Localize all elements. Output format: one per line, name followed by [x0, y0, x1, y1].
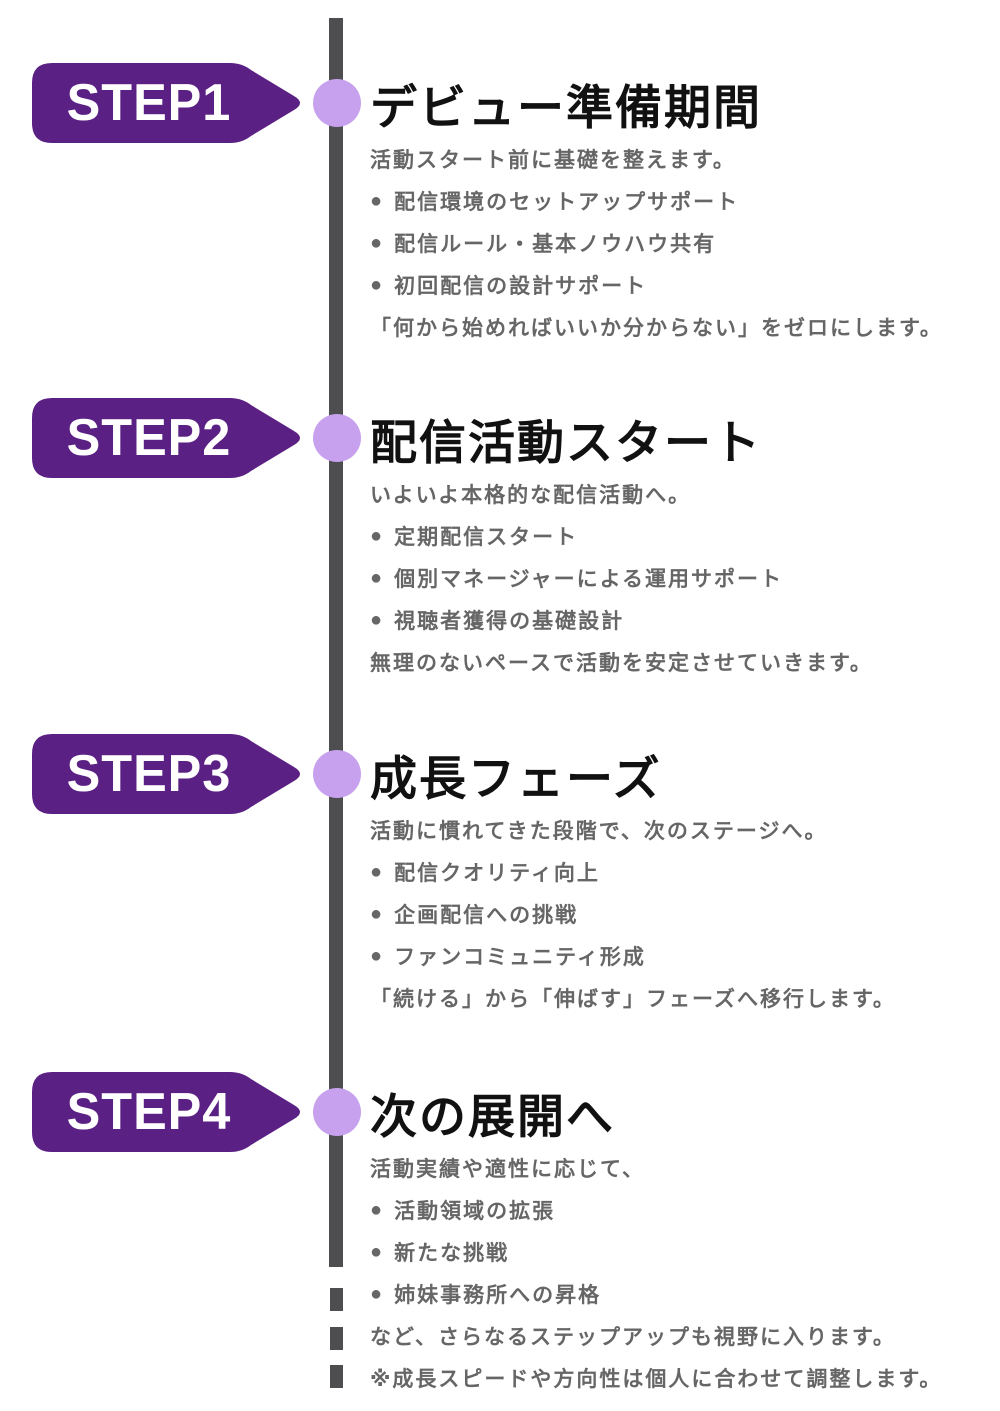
step-3-footer: 「続ける」から「伸ばす」フェーズへ移行します。	[370, 988, 896, 1011]
bullet-item: ● 活動領域の拡張	[370, 1189, 1000, 1231]
bullet-dot-icon: ●	[370, 1282, 383, 1305]
bullet-item: ● 配信クオリティ向上	[370, 851, 1000, 893]
bullet-item: ● 新たな挑戦	[370, 1231, 1000, 1273]
step-3-title: 成長フェーズ	[370, 751, 662, 805]
bullet-text: 活動領域の拡張	[394, 1200, 556, 1223]
step-3-badge: STEP3	[32, 734, 305, 814]
bullet-text: 配信環境のセットアップサポート	[394, 191, 740, 214]
timeline-node-dot	[313, 414, 361, 462]
timeline-line	[329, 18, 343, 1267]
bullet-text: 新たな挑戦	[394, 1242, 510, 1265]
bullet-item: ● 配信ルール・基本ノウハウ共有	[370, 222, 1000, 264]
bullet-dot-icon: ●	[370, 1240, 383, 1263]
bullet-text: 企画配信への挑戦	[394, 904, 579, 927]
step-4-section: STEP4 次の展開へ 活動実績や適性に応じて、 ● 活動領域の拡張 ● 新たな挑戦…	[0, 1072, 1000, 1411]
bullet-item: ● 姉妹事務所への昇格	[370, 1273, 1000, 1315]
step-2-intro: いよいよ本格的な配信活動へ。	[370, 484, 692, 507]
bullet-dot-icon: ●	[370, 902, 383, 925]
step-4-intro: 活動実績や適性に応じて、	[370, 1158, 645, 1181]
bullet-dot-icon: ●	[370, 273, 383, 296]
bullet-dot-icon: ●	[370, 1198, 383, 1221]
timeline-node-dot	[313, 79, 361, 127]
timeline-node-dot	[313, 1088, 361, 1136]
step-1-section: STEP1 デビュー準備期間 活動スタート前に基礎を整えます。 ● 配信環境のセッ…	[0, 63, 1000, 393]
step-2-body: いよいよ本格的な配信活動へ。 ● 定期配信スタート ● 個別マネージャーによる運用サ…	[370, 473, 1000, 683]
step-2-section: STEP2 配信活動スタート いよいよ本格的な配信活動へ。 ● 定期配信スタート …	[0, 398, 1000, 728]
step-2-footer: 無理のないペースで活動を安定させていきます。	[370, 652, 873, 675]
step-3-intro: 活動に慣れてきた段階で、次のステージへ。	[370, 820, 828, 843]
bullet-item: ● 定期配信スタート	[370, 515, 1000, 557]
bullet-text: 視聴者獲得の基礎設計	[394, 610, 625, 633]
bullet-text: ファンコミュニティ形成	[394, 946, 646, 969]
bullet-dot-icon: ●	[370, 608, 383, 631]
bullet-dot-icon: ●	[370, 524, 383, 547]
step-badge-arrow-shape	[32, 398, 300, 478]
step-3-label: STEP3	[66, 745, 232, 803]
step-1-intro: 活動スタート前に基礎を整えます。	[370, 149, 736, 172]
step-4-label: STEP4	[66, 1083, 232, 1141]
bullet-dot-icon: ●	[370, 944, 383, 967]
bullet-dot-icon: ●	[370, 189, 383, 212]
bullet-text: 定期配信スタート	[394, 526, 579, 549]
bullet-dot-icon: ●	[370, 566, 383, 589]
bullet-item: ● 初回配信の設計サポート	[370, 264, 1000, 306]
step-4-body: 活動実績や適性に応じて、 ●活動領域の拡張 ●新たな挑戦 ●姉妹事務所への昇格 …	[370, 1147, 1000, 1399]
bullet-item: ● 視聴者獲得の基礎設計	[370, 599, 1000, 641]
bullet-text: 姉妹事務所への昇格	[394, 1284, 602, 1307]
step-1-body: 活動スタート前に基礎を整えます。 ● 配信環境のセットアップサポート ● 配信ルール…	[370, 138, 1000, 348]
step-badge-arrow-shape	[32, 63, 300, 143]
step-1-badge: STEP1	[32, 63, 305, 143]
bullet-dot-icon: ●	[370, 231, 383, 254]
timeline-dash	[330, 1288, 343, 1311]
step-badge-arrow-shape	[32, 734, 300, 814]
timeline-dash	[330, 1327, 343, 1350]
step-2-label: STEP2	[66, 409, 232, 467]
bullet-item: ● 企画配信への挑戦	[370, 893, 1000, 935]
bullet-text: 初回配信の設計サポート	[394, 275, 648, 298]
step-2-badge: STEP2	[32, 398, 305, 478]
step-4-title: 次の展開へ	[370, 1089, 615, 1143]
bullet-text: 配信ルール・基本ノウハウ共有	[394, 233, 717, 256]
step-badge-arrow-shape	[32, 1072, 300, 1152]
step-1-label: STEP1	[66, 74, 232, 132]
bullet-dot-icon: ●	[370, 860, 383, 883]
bullet-item: ● 配信環境のセットアップサポート	[370, 180, 1000, 222]
bullet-item: ● ファンコミュニティ形成	[370, 935, 1000, 977]
step-2-title: 配信活動スタート	[370, 415, 762, 469]
timeline-dash	[330, 1365, 343, 1388]
step-3-section: STEP3 成長フェーズ 活動に慣れてきた段階で、次のステージへ。 ● 配信クオリ…	[0, 734, 1000, 1064]
timeline-node-dot	[313, 750, 361, 798]
step-3-body: 活動に慣れてきた段階で、次のステージへ。 ● 配信クオリティ向上 ● 企画配信への挑…	[370, 809, 1000, 1019]
bullet-item: ● 個別マネージャーによる運用サポート	[370, 557, 1000, 599]
step-4-note: ※成長スピードや方向性は個人に合わせて調整します。	[370, 1368, 943, 1391]
step-4-footer: など、さらなるステップアップも視野に入ります。	[370, 1326, 896, 1349]
bullet-text: 配信クオリティ向上	[394, 862, 600, 885]
step-1-footer: 「何から始めればいいか分からない」をゼロにします。	[370, 317, 943, 340]
step-4-badge: STEP4	[32, 1072, 305, 1152]
step-1-title: デビュー準備期間	[370, 80, 762, 134]
bullet-text: 個別マネージャーによる運用サポート	[394, 568, 783, 591]
